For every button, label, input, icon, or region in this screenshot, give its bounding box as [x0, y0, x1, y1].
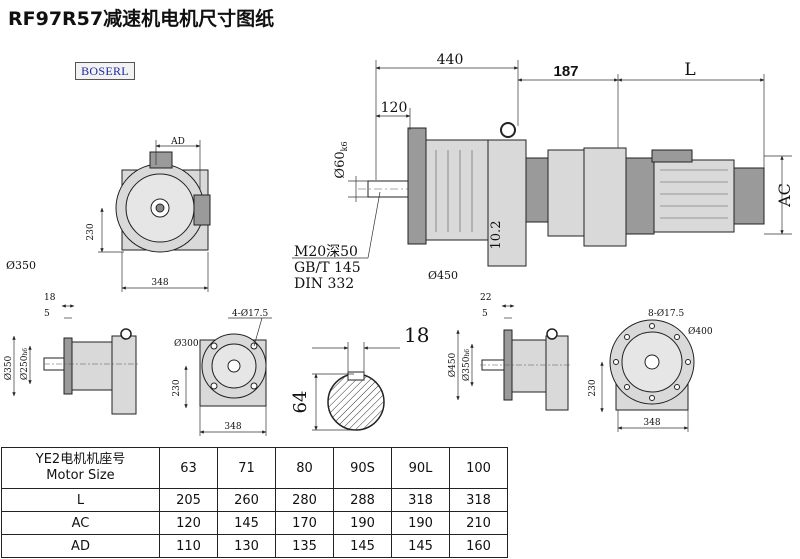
- dim-10-2: 10.2: [489, 221, 504, 250]
- shaft-section: [327, 373, 385, 431]
- view-a-dim-350: Ø350: [3, 355, 14, 380]
- view-b-dim-230: 230: [172, 379, 182, 396]
- keyway: [347, 371, 365, 381]
- table-row-label: AC: [1, 511, 160, 535]
- table-cell: 145: [333, 534, 392, 558]
- table-col-header: 80: [275, 447, 334, 489]
- view-c-dim-450: Ø450: [447, 352, 458, 377]
- end-view-center-hole: [155, 203, 165, 213]
- table-cell: 145: [217, 511, 276, 535]
- intermediate-flange: [525, 157, 549, 223]
- motor-size-table: YE2电机机座号 Motor Size 63 71 80 90S 90L 100…: [1, 447, 508, 558]
- table-header-label: YE2电机机座号 Motor Size: [1, 447, 160, 489]
- table-row: AD 110 130 135 145 145 160: [1, 534, 508, 558]
- view-d-dim-230: 230: [588, 379, 598, 396]
- dim-shaft-diameter: Ø60k6: [333, 141, 349, 178]
- motor-flange: [625, 157, 655, 235]
- table-cell: 120: [159, 511, 218, 535]
- dim-348: 348: [151, 278, 168, 288]
- end-view-terminal-box: [193, 194, 211, 226]
- flange-side-view-c: 22 5 Ø450 Ø350h6: [447, 293, 572, 411]
- flange-side-view-a: 18 5 Ø350 Ø250h6: [3, 293, 140, 415]
- view-c-dim-350: Ø350h6: [461, 349, 472, 381]
- key-dim-18: 18: [404, 323, 429, 347]
- note-standard-din: DIN 332: [294, 276, 354, 292]
- table-cell: 288: [333, 488, 392, 512]
- dim-350: Ø350: [6, 259, 36, 272]
- table-row: AC 120 145 170 190 190 210: [1, 511, 508, 535]
- table-header-line2: Motor Size: [46, 468, 115, 483]
- dim-450: Ø450: [428, 269, 458, 282]
- table-header-row: YE2电机机座号 Motor Size 63 71 80 90S 90L 100: [1, 447, 508, 489]
- table-col-header: 71: [217, 447, 276, 489]
- shaft-key-section: 18 64: [290, 323, 429, 431]
- gear-housing: [425, 139, 489, 241]
- dim-ac: AC: [775, 183, 794, 208]
- table-row: L 205 260 280 288 318 318: [1, 488, 508, 512]
- note-thread: M20深50: [294, 244, 358, 260]
- table-cell: 145: [391, 534, 450, 558]
- page-title: RF97R57减速机电机尺寸图纸: [8, 8, 275, 30]
- brand-logo: BOSERL: [75, 62, 135, 80]
- table-col-header: 100: [449, 447, 508, 489]
- table-cell: 160: [449, 534, 508, 558]
- table-cell: 260: [217, 488, 276, 512]
- table-cell: 210: [449, 511, 508, 535]
- end-view: AD 230 348 Ø350: [6, 137, 211, 292]
- dim-230: 230: [86, 223, 96, 240]
- table-col-header: 90S: [333, 447, 392, 489]
- technical-drawing: AD 230 348 Ø350: [3, 52, 794, 436]
- key-dim-64: 64: [290, 391, 311, 414]
- second-gear-unit-rear: [583, 147, 627, 247]
- dim-120: 120: [381, 100, 408, 116]
- end-view-d: 8-Ø17.5 Ø400 230 348: [588, 308, 713, 432]
- table-cell: 110: [159, 534, 218, 558]
- table-cell: 318: [449, 488, 508, 512]
- view-c-rear: [545, 335, 569, 411]
- view-c-dim-22: 22: [480, 293, 491, 303]
- end-view-lifting-eye: [149, 151, 173, 169]
- motor-body: [653, 159, 735, 233]
- table-cell: 280: [275, 488, 334, 512]
- table-cell: 130: [217, 534, 276, 558]
- dim-187: 187: [553, 63, 578, 80]
- view-d-dim-348: 348: [643, 418, 660, 428]
- table-row-label: AD: [1, 534, 160, 558]
- view-a-dim-18: 18: [44, 293, 56, 303]
- end-view-b: 4-Ø17.5 Ø300 230 348: [172, 308, 272, 436]
- table-row-label: L: [1, 488, 160, 512]
- view-d-dim-bolts: 8-Ø17.5: [648, 308, 684, 319]
- table-col-header: 90L: [391, 447, 450, 489]
- lifting-eye: [500, 122, 516, 138]
- second-gear-unit: [547, 149, 585, 237]
- view-a-flange: [63, 337, 73, 395]
- table-cell: 170: [275, 511, 334, 535]
- view-b-dim-bolts: 4-Ø17.5: [232, 308, 268, 319]
- dim-440: 440: [437, 52, 464, 68]
- view-a-rear: [111, 335, 137, 415]
- view-b-dim-300: Ø300: [174, 338, 199, 349]
- table-col-header: 63: [159, 447, 218, 489]
- motor-fan-cover: [733, 167, 765, 225]
- table-cell: 318: [391, 488, 450, 512]
- dim-ad: AD: [170, 137, 185, 147]
- view-d-dim-400: Ø400: [688, 326, 713, 337]
- view-c-dim-5: 5: [482, 309, 488, 319]
- view-a-dim-5: 5: [44, 309, 50, 319]
- output-flange: [407, 127, 427, 245]
- table-cell: 190: [333, 511, 392, 535]
- note-standard-gb: GB/T 145: [294, 260, 361, 276]
- table-cell: 135: [275, 534, 334, 558]
- dim-l: L: [684, 60, 695, 80]
- view-c-housing: [511, 339, 547, 393]
- main-side-view: 440 187 L 120 Ø60k6 10.2 AC Ø450 M20深50 …: [292, 52, 794, 292]
- table-cell: 190: [391, 511, 450, 535]
- table-header-line1: YE2电机机座号: [35, 452, 126, 467]
- motor-terminal-box: [651, 149, 693, 163]
- view-a-housing: [71, 341, 113, 391]
- view-b-dim-348: 348: [224, 422, 241, 432]
- table-cell: 205: [159, 488, 218, 512]
- view-a-dim-250: Ø250h6: [19, 348, 30, 380]
